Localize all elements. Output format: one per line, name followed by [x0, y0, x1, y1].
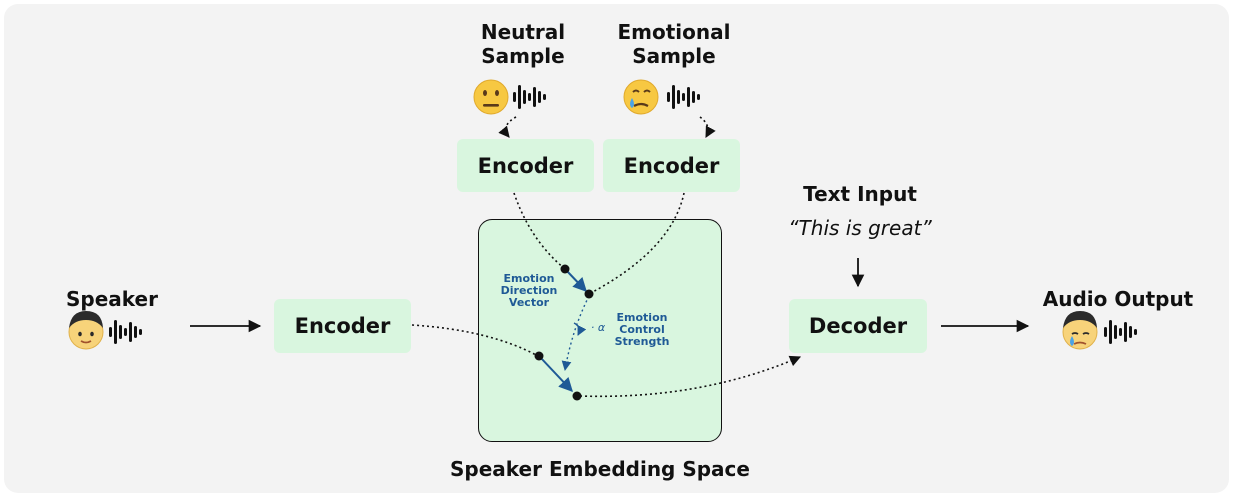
- neutral-sample-label-line2: Sample: [481, 44, 565, 68]
- emotional-point: [584, 289, 594, 299]
- encoder-speaker-box: Encoder: [274, 299, 411, 353]
- control-strength-line3: Strength: [614, 335, 670, 348]
- speaker-point: [534, 351, 544, 361]
- emotional-waveform-icon: [667, 85, 700, 109]
- speaker-waveform-icon: [109, 320, 142, 344]
- dotted-guide-line: [561, 295, 590, 371]
- text-input-quote: “This is great”: [788, 216, 932, 240]
- speaker-encoder-to-point: [411, 324, 539, 357]
- emotional-sample-label-line1: Emotional: [617, 20, 731, 44]
- control-strength-line2: Control: [619, 323, 665, 336]
- emotional-sample-label-line2: Sample: [632, 44, 716, 68]
- encoder-neutral-box: Encoder: [457, 139, 594, 192]
- speaker-embedding-space: [478, 219, 722, 442]
- encoder-emotional-box: Encoder: [603, 139, 740, 192]
- neutral-point: [560, 264, 570, 274]
- result-point: [572, 391, 582, 401]
- emotional-sample-label: Emotional Sample: [606, 20, 742, 68]
- direction-vector-line3: Vector: [508, 296, 550, 309]
- emotion-control-strength-label: Emotion Control Strength: [606, 312, 678, 348]
- neutral-waveform-icon: [513, 85, 546, 109]
- neutral-face-emoji-icon: [473, 79, 509, 115]
- control-strength-line1: Emotion: [616, 311, 668, 324]
- speaker-label: Speaker: [66, 287, 158, 311]
- direction-vector-line2: Direction: [500, 284, 558, 297]
- decoder-box: Decoder: [789, 299, 927, 353]
- result-to-decoder-arrow: [579, 355, 802, 398]
- audio-output-label: Audio Output: [1042, 287, 1194, 311]
- embedding-space-label: Speaker Embedding Space: [450, 457, 750, 481]
- neutral-sample-label-line1: Neutral: [480, 20, 566, 44]
- neutral-sample-label: Neutral Sample: [468, 20, 578, 68]
- crying-face-emoji-icon: [623, 79, 659, 115]
- output-waveform-icon: [1104, 320, 1137, 344]
- emotional-encoder-to-point: [588, 192, 685, 295]
- neutral-to-encoder-arrow: [498, 116, 517, 138]
- neutral-encoder-to-point: [513, 192, 566, 270]
- scaled-vector-arrow: [539, 356, 573, 393]
- emotional-to-encoder-arrow: [699, 116, 716, 138]
- text-input-label: Text Input: [803, 182, 917, 206]
- boy-face-emoji-icon: [68, 311, 104, 350]
- alpha-label: · α: [590, 321, 606, 334]
- alpha-scaling-arrow: [573, 322, 587, 336]
- crying-boy-face-emoji-icon: [1062, 311, 1098, 350]
- emotion-direction-vector-label: Emotion Direction Vector: [496, 273, 562, 309]
- emotion-direction-vector-arrow: [565, 269, 587, 293]
- direction-vector-line1: Emotion: [503, 272, 555, 285]
